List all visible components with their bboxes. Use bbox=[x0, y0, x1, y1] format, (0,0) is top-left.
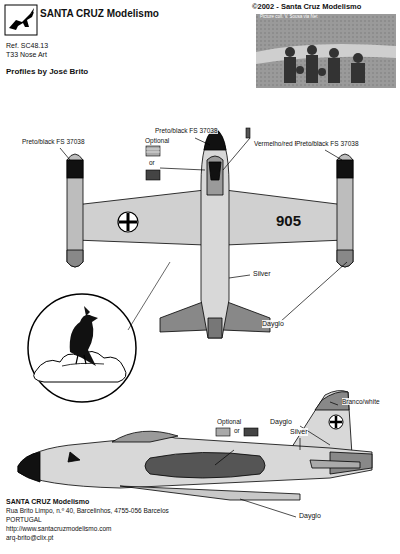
option-swatches bbox=[216, 428, 258, 436]
address-line: http://www.santacruzmodelismo.com bbox=[6, 525, 111, 532]
address-line: SANTA CRUZ Modelismo bbox=[6, 498, 89, 506]
brand-name: SANTA CRUZ Modelismo bbox=[40, 8, 159, 19]
option-label: Optional bbox=[217, 418, 241, 425]
leader-lines bbox=[215, 402, 338, 517]
color-callout: Dayglo bbox=[262, 320, 284, 328]
color-callout: Preto/black FS 37038 bbox=[296, 140, 359, 147]
color-callout: Preto/black FS 37038 bbox=[22, 138, 85, 145]
author-credit: Profiles by José Brito bbox=[6, 68, 88, 77]
color-callout: Dayglo bbox=[270, 418, 292, 426]
leader-lines bbox=[60, 138, 347, 322]
color-callout: Preto/black FS 37038 bbox=[155, 127, 218, 134]
logo bbox=[5, 5, 37, 35]
address-line: arq-brito@clix.pt bbox=[6, 534, 53, 541]
photo bbox=[256, 14, 396, 88]
address-line: PORTUGAL bbox=[6, 516, 42, 523]
option-swatches bbox=[146, 128, 250, 180]
subject: T33 Nose Art bbox=[6, 51, 47, 59]
side-view bbox=[18, 391, 372, 500]
color-callout: Dayglo bbox=[299, 512, 321, 520]
option-or: or bbox=[149, 159, 155, 166]
photo-credit: Picture coll. V. Sousa via Net bbox=[260, 15, 318, 20]
color-callout: Branco/white bbox=[342, 398, 380, 405]
serial-number: 905 bbox=[276, 213, 301, 230]
reference: Ref. SC48.13 bbox=[6, 42, 48, 50]
nose-art-inset bbox=[28, 262, 170, 402]
address-line: Rua Brito Limpo, n.º 40, Barcelinhos, 47… bbox=[6, 507, 169, 514]
option-label: Optional bbox=[145, 137, 169, 144]
copyright: ©2002 - Santa Cruz Modelismo bbox=[252, 3, 361, 11]
color-callout: Silver bbox=[253, 270, 271, 278]
color-callout: Silver bbox=[290, 428, 308, 436]
option-or: or bbox=[234, 427, 240, 434]
